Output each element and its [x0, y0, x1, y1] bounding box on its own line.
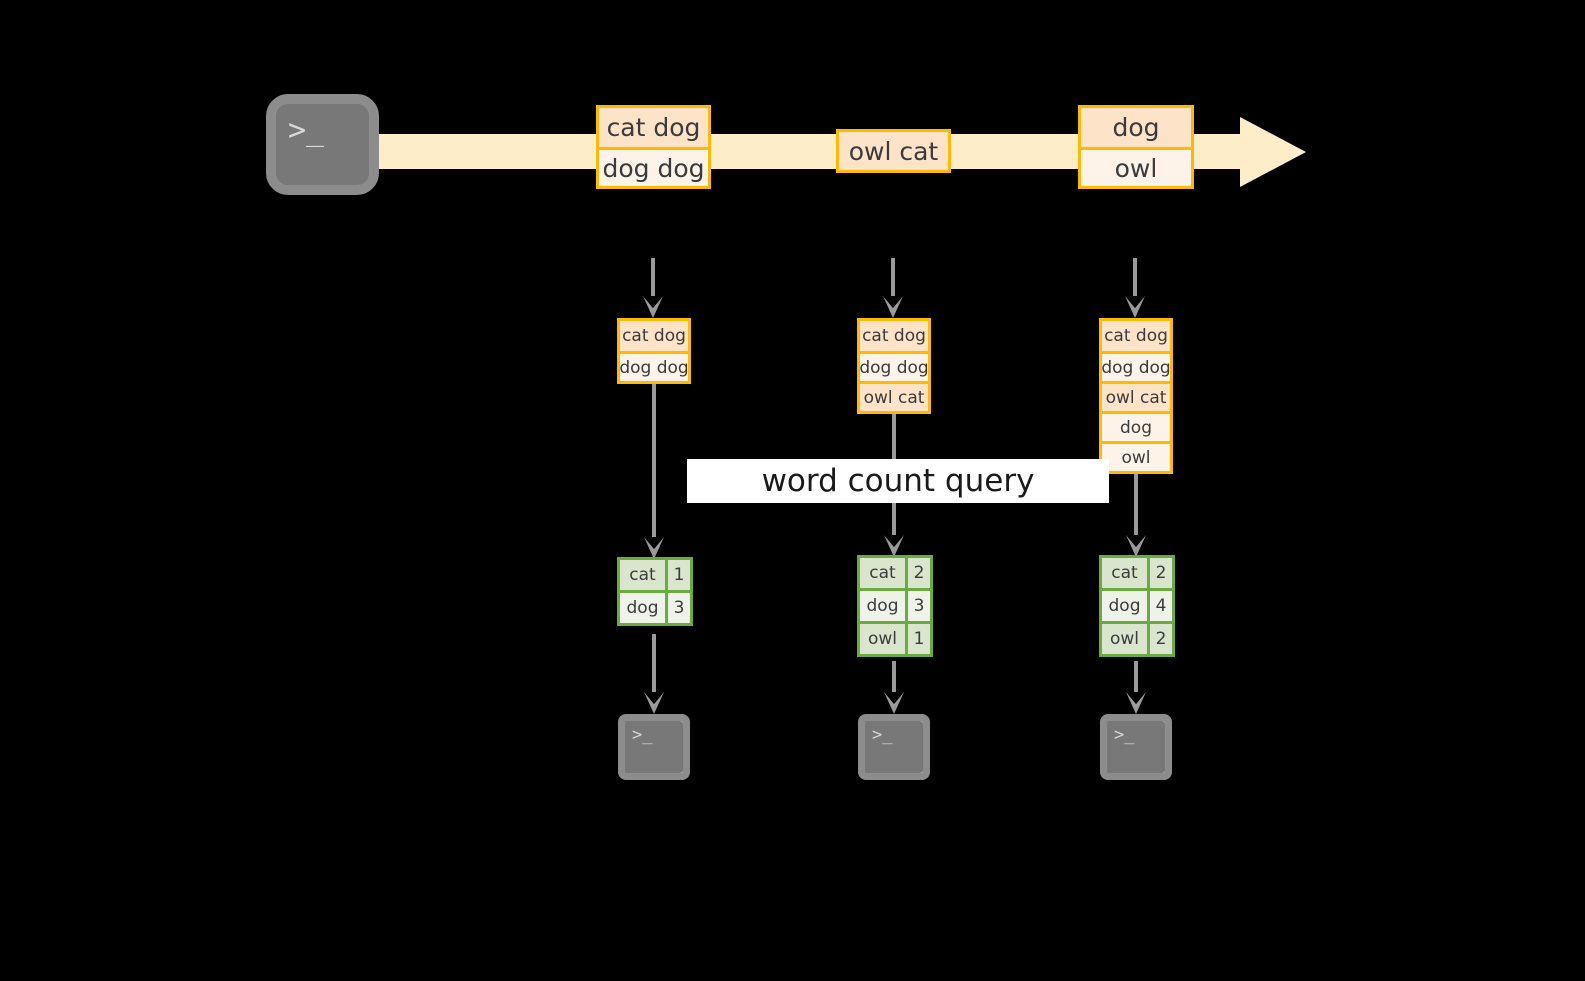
- query-label-text: word count query: [761, 463, 1035, 499]
- table-row: cat 2: [860, 558, 930, 588]
- consumer-terminal-icon-0[interactable]: >_: [618, 714, 690, 780]
- event-stream-arrowhead: [1240, 117, 1306, 187]
- accumulated-line: dog dog: [619, 351, 689, 381]
- table-row: owl 1: [860, 621, 930, 654]
- word-count-result-1: cat 2 dog 3 owl 1: [857, 555, 933, 657]
- terminal-screen: >_: [865, 721, 923, 773]
- stream-record-0: cat dog dog dog: [596, 105, 711, 189]
- terminal-screen: >_: [625, 721, 683, 773]
- stream-record-line: cat dog: [599, 108, 708, 147]
- accumulated-records-2: cat dog dog dog owl cat dog owl: [1099, 318, 1173, 474]
- result-word: dog: [620, 593, 665, 623]
- arrow-head: [1126, 535, 1146, 557]
- consumer-terminal-icon-1[interactable]: >_: [858, 714, 930, 780]
- result-word: dog: [1102, 591, 1147, 621]
- result-word: dog: [860, 591, 905, 621]
- arrow-head: [1125, 296, 1145, 318]
- arrow-shaft: [652, 381, 656, 537]
- result-word: cat: [1102, 558, 1147, 588]
- accumulated-line: cat dog: [620, 321, 688, 351]
- stream-record-line: dog: [1081, 108, 1191, 147]
- query-label-banner: word count query: [687, 459, 1109, 503]
- arrow-head: [643, 296, 663, 318]
- result-count: 4: [1147, 591, 1172, 621]
- table-row: dog 3: [620, 590, 690, 623]
- arrow-shaft: [892, 661, 896, 692]
- arrow-shaft: [652, 634, 656, 692]
- result-word: owl: [860, 624, 905, 654]
- result-count: 2: [1147, 558, 1172, 588]
- accumulated-line: owl: [1102, 441, 1170, 471]
- accumulated-records-0: cat dog dog dog: [617, 318, 691, 384]
- table-row: dog 4: [1102, 588, 1172, 621]
- accumulated-line: dog: [1102, 411, 1170, 441]
- stream-record-line: owl: [1081, 147, 1191, 186]
- arrow-shaft: [891, 258, 895, 296]
- table-row: cat 2: [1102, 558, 1172, 588]
- producer-terminal-icon[interactable]: >_: [266, 94, 379, 195]
- arrow-head: [644, 692, 664, 714]
- word-count-result-0: cat 1 dog 3: [617, 557, 693, 626]
- result-count: 3: [665, 593, 690, 623]
- stream-record-line: dog dog: [599, 147, 708, 186]
- stream-record-2: dog owl: [1078, 105, 1194, 189]
- result-word: cat: [620, 560, 665, 590]
- terminal-screen: >_: [1107, 721, 1165, 773]
- stream-record-1: owl cat: [836, 129, 951, 173]
- result-word: cat: [860, 558, 905, 588]
- accumulated-line: cat dog: [860, 321, 928, 351]
- consumer-terminal-icon-2[interactable]: >_: [1100, 714, 1172, 780]
- arrow-head: [1126, 692, 1146, 714]
- accumulated-line: cat dog: [1102, 321, 1170, 351]
- result-word: owl: [1102, 624, 1147, 654]
- accumulated-records-1: cat dog dog dog owl cat: [857, 318, 931, 414]
- arrow-head: [883, 296, 903, 318]
- table-row: dog 3: [860, 588, 930, 621]
- terminal-prompt-glyph: >_: [872, 725, 893, 745]
- accumulated-line: owl cat: [860, 381, 928, 411]
- table-row: cat 1: [620, 560, 690, 590]
- accumulated-line: owl cat: [1102, 381, 1170, 411]
- arrow-shaft: [1133, 258, 1137, 296]
- stream-record-line: owl cat: [839, 132, 948, 170]
- arrow-shaft: [651, 258, 655, 296]
- terminal-screen: >_: [276, 104, 369, 185]
- terminal-prompt-glyph: >_: [1114, 725, 1135, 745]
- word-count-result-2: cat 2 dog 4 owl 2: [1099, 555, 1175, 657]
- arrow-head: [884, 692, 904, 714]
- result-count: 1: [665, 560, 690, 590]
- arrow-shaft: [1134, 661, 1138, 692]
- result-count: 2: [1147, 624, 1172, 654]
- terminal-prompt-glyph: >_: [288, 113, 325, 148]
- accumulated-line: dog dog: [859, 351, 929, 381]
- arrow-head: [644, 537, 664, 559]
- arrow-shaft: [1134, 474, 1138, 535]
- result-count: 1: [905, 624, 930, 654]
- table-row: owl 2: [1102, 621, 1172, 654]
- terminal-prompt-glyph: >_: [632, 725, 653, 745]
- result-count: 3: [905, 591, 930, 621]
- arrow-head: [884, 535, 904, 557]
- result-count: 2: [905, 558, 930, 588]
- accumulated-line: dog dog: [1101, 351, 1171, 381]
